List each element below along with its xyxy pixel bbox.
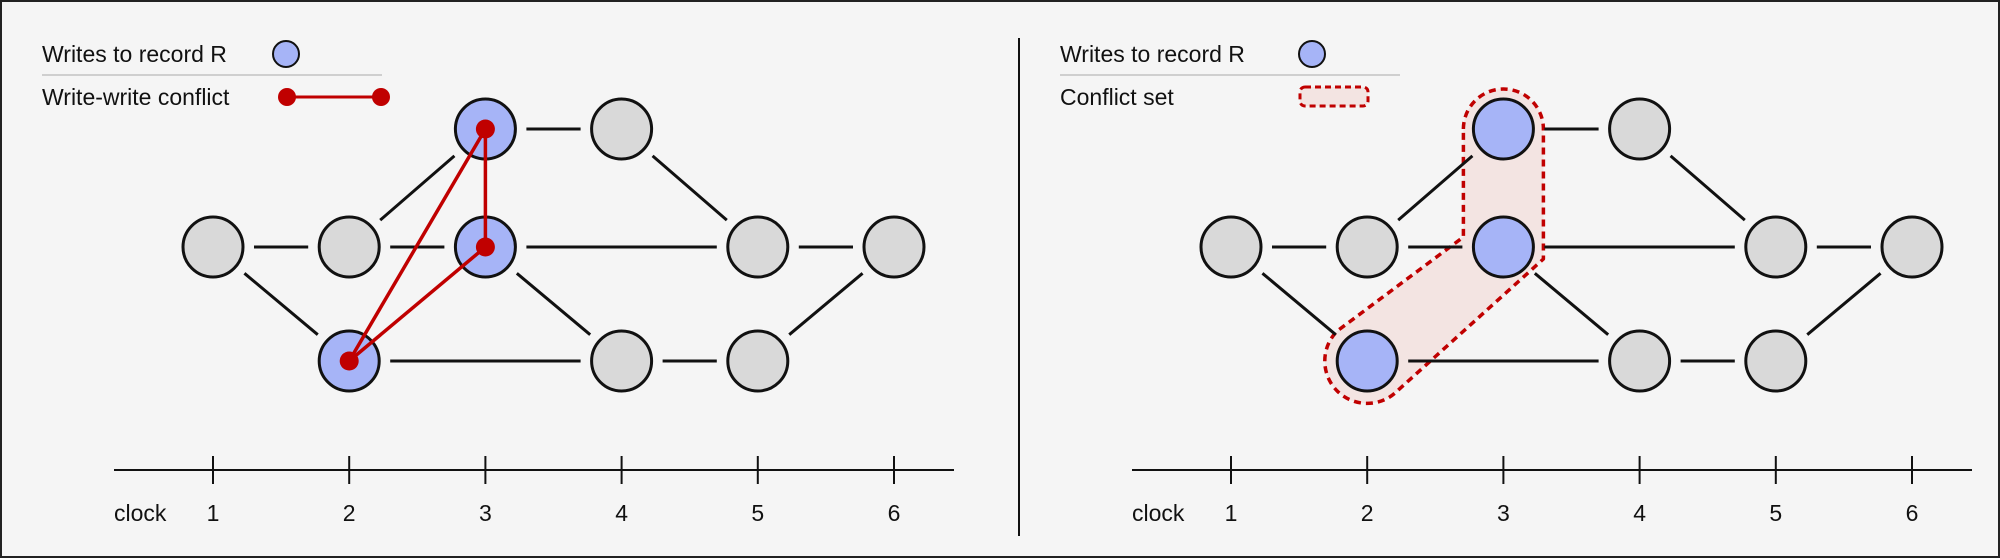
axis-tick-label: 5 <box>751 500 764 526</box>
legend-conflict-swatch-dot <box>372 88 390 106</box>
event-node <box>1880 215 1944 279</box>
axis-tick-label: 1 <box>1225 500 1238 526</box>
write-node <box>1335 329 1399 393</box>
graph-edge <box>1261 272 1337 336</box>
event-node <box>1199 215 1263 279</box>
event-node <box>862 215 926 279</box>
graph-edge <box>788 272 864 336</box>
legend-conflict-set-swatch <box>1298 85 1370 108</box>
graph-edge <box>1397 154 1474 222</box>
conflict-edge <box>347 128 487 362</box>
graph-edge <box>379 154 456 222</box>
graph-edge <box>1806 272 1882 336</box>
axis-label: clock <box>1132 500 1185 526</box>
graph-edge <box>1669 154 1746 222</box>
axis-tick-label: 2 <box>343 500 356 526</box>
event-node <box>1608 97 1672 161</box>
legend-conflict-set-label: Conflict set <box>1060 84 1174 110</box>
event-node <box>726 215 790 279</box>
graph-nodes <box>181 97 926 393</box>
legend-conflict-swatch-dot <box>278 88 296 106</box>
event-node <box>1744 215 1808 279</box>
event-node <box>590 97 654 161</box>
event-node <box>1608 329 1672 393</box>
conflict-set-region <box>1323 87 1546 406</box>
conflict-dot <box>475 119 495 139</box>
axis-tick-label: 3 <box>479 500 492 526</box>
write-node <box>1471 97 1535 161</box>
event-node <box>1335 215 1399 279</box>
conflict-dot <box>475 237 495 257</box>
axis-tick-label: 1 <box>207 500 220 526</box>
graph-edges <box>243 127 864 363</box>
graph-nodes <box>1199 97 1944 393</box>
event-node <box>317 215 381 279</box>
conflict-edge <box>348 245 487 363</box>
write-node <box>1471 215 1535 279</box>
legend-write-swatch <box>1298 40 1326 68</box>
axis-tick-label: 4 <box>1633 500 1646 526</box>
axis-tick-label: 2 <box>1361 500 1374 526</box>
legend-write-swatch <box>272 40 300 68</box>
axis-tick-label: 3 <box>1497 500 1510 526</box>
event-node <box>1744 329 1808 393</box>
axis-tick-label: 6 <box>888 500 901 526</box>
graph-edge <box>1533 272 1610 336</box>
axis-label: clock <box>114 500 167 526</box>
clock-axis: clock 1 2 3 4 5 6 <box>114 456 954 526</box>
event-node <box>590 329 654 393</box>
graph-edge <box>515 272 592 336</box>
graph-edge <box>651 154 728 222</box>
left-panel: Writes to record R Write-write conflict … <box>42 40 954 526</box>
graph-edges <box>1261 127 1882 363</box>
clock-axis: clock 1 2 3 4 5 6 <box>1132 456 1972 526</box>
conflict-edges <box>339 119 495 371</box>
axis-tick-label: 5 <box>1769 500 1782 526</box>
axis-tick-label: 6 <box>1906 500 1919 526</box>
axis-tick-label: 4 <box>615 500 628 526</box>
event-node <box>181 215 245 279</box>
conflict-dot <box>339 351 359 371</box>
graph-edge <box>243 272 319 336</box>
right-panel: Writes to record R Conflict set clock 1 2 3… <box>1060 40 1972 526</box>
event-node <box>726 329 790 393</box>
legend-writes-label: Writes to record R <box>42 41 227 67</box>
legend-writes-label: Writes to record R <box>1060 41 1245 67</box>
legend-conflict-label: Write-write conflict <box>42 84 230 110</box>
